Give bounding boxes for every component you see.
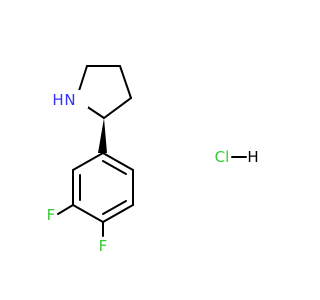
bond-ar3-ar4: [72, 204, 104, 223]
salt-hydrogen-label: H: [247, 148, 258, 166]
bond-n-c5: [77, 65, 88, 95]
fluorine-label-2: F: [99, 237, 108, 255]
bond-c2-n: [85, 105, 105, 119]
bond-c4-c3: [119, 65, 132, 99]
nitrogen-label: N: [64, 91, 75, 109]
fluorine-label-1: F: [47, 206, 56, 224]
amine-hydrogen-label: H: [52, 91, 63, 109]
bond-c3-c2: [103, 97, 132, 119]
wedge-bond-c2-aryl: [98, 118, 107, 153]
molecule-structure: N H F F Cl H: [47, 65, 259, 255]
double-bond-ar4-ar5: [102, 200, 127, 215]
chlorine-label: Cl: [215, 148, 230, 166]
double-bond-ar6-ar1: [102, 160, 127, 175]
bond-ar6-ar1: [102, 152, 134, 171]
bond-ar1-ar2: [72, 152, 104, 171]
bond-ar3-f1: [57, 204, 74, 215]
bond-ar4-ar5: [102, 204, 134, 223]
